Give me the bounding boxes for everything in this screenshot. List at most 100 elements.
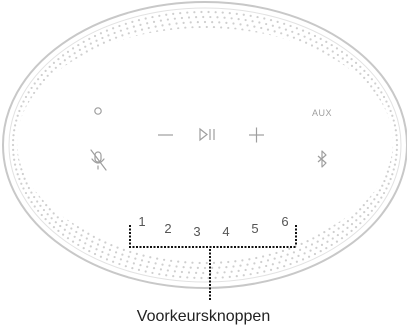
grille-dot — [258, 266, 261, 269]
grille-dot — [82, 40, 85, 44]
grille-dot — [152, 267, 156, 270]
grille-dot — [227, 26, 230, 30]
grille-dot — [205, 25, 208, 29]
play-pause-icon[interactable] — [199, 127, 215, 142]
preset-button-5[interactable]: 5 — [251, 221, 258, 236]
preset-button-2[interactable]: 2 — [164, 221, 171, 236]
grille-dot — [99, 32, 103, 35]
grille-dot — [59, 62, 62, 66]
grille-dot — [345, 233, 348, 236]
grille-dot — [144, 270, 147, 273]
callout-dot — [129, 228, 131, 231]
grille-dot — [389, 177, 392, 181]
grille-dot — [82, 247, 85, 250]
grille-dot — [146, 265, 149, 268]
grille-dot — [140, 28, 144, 31]
preset-button-1[interactable]: 1 — [138, 214, 145, 229]
grille-dot — [93, 252, 97, 256]
grille-dot — [156, 257, 159, 260]
grille-dot — [187, 16, 191, 19]
grille-dot — [223, 16, 226, 19]
grille-dot — [395, 143, 399, 147]
grille-dot — [385, 175, 388, 178]
grille-dot — [235, 12, 238, 15]
grille-dot — [392, 119, 395, 122]
grille-dot — [189, 266, 192, 269]
grille-dot — [101, 250, 104, 254]
grille-dot — [327, 53, 330, 56]
action-dot-icon[interactable] — [94, 107, 102, 115]
grille-dot — [310, 44, 314, 47]
grille-dot — [151, 271, 154, 275]
grille-dot — [80, 53, 83, 56]
grille-dot — [300, 242, 303, 245]
grille-dot — [263, 17, 266, 20]
grille-dot — [105, 258, 109, 261]
grille-dot — [54, 66, 57, 69]
grille-dot — [87, 232, 90, 235]
grille-dot — [24, 95, 28, 99]
callout-dot — [129, 225, 131, 227]
grille-dot — [127, 255, 130, 258]
grille-dot — [13, 124, 17, 127]
callout-dot — [146, 246, 149, 248]
grille-dot — [173, 17, 176, 20]
aux-button[interactable]: AUX — [312, 108, 332, 118]
grille-dot — [327, 234, 330, 237]
preset-button-4[interactable]: 4 — [222, 224, 229, 239]
grille-dot — [301, 258, 305, 261]
grille-dot — [48, 208, 51, 211]
grille-dot — [149, 256, 152, 259]
grille-dot — [68, 232, 71, 235]
mic-off-icon[interactable] — [90, 149, 107, 171]
grille-dot — [84, 45, 87, 48]
grille-dot — [60, 220, 64, 223]
grille-dot — [95, 39, 98, 42]
callout-dot — [209, 273, 211, 276]
grille-dot — [75, 230, 78, 234]
callout-dot — [209, 266, 211, 269]
grille-dot — [16, 114, 19, 117]
grille-dot — [382, 95, 386, 99]
grille-dot — [336, 53, 339, 57]
callout-dot — [164, 246, 166, 248]
grille-dot — [284, 259, 288, 262]
plus-icon[interactable] — [249, 127, 264, 143]
callout-dot — [192, 246, 194, 248]
grille-dot — [88, 37, 91, 40]
callout-dot — [209, 294, 211, 297]
grille-dot — [363, 76, 366, 79]
grille-dot — [68, 55, 71, 58]
grille-dot — [350, 57, 353, 61]
grille-dot — [159, 19, 163, 22]
callout-dot — [209, 287, 211, 290]
grille-dot — [320, 243, 324, 246]
grille-dot — [78, 48, 81, 51]
grille-dot — [388, 165, 391, 168]
grille-dot — [45, 204, 48, 207]
grille-dot — [110, 244, 113, 247]
grille-dot — [132, 262, 135, 265]
bluetooth-icon[interactable] — [317, 150, 327, 168]
grille-dot — [40, 213, 43, 217]
grille-dot — [275, 251, 278, 255]
grille-dot — [22, 100, 25, 103]
preset-button-6[interactable]: 6 — [281, 214, 288, 229]
grille-dot — [306, 240, 309, 243]
callout-dot — [174, 246, 177, 248]
grille-dot — [184, 261, 187, 264]
grille-dot — [330, 243, 333, 247]
grille-dot — [209, 15, 212, 19]
preset-button-3[interactable]: 3 — [193, 224, 200, 239]
callout-dot — [265, 246, 268, 248]
grille-dot — [328, 227, 331, 230]
grille-dot — [340, 237, 344, 240]
grille-dot — [119, 258, 122, 261]
grille-dot — [104, 241, 107, 244]
grille-dot — [163, 258, 166, 261]
grille-dot — [85, 237, 88, 240]
grille-dot — [342, 223, 345, 226]
callout-dot — [283, 246, 285, 248]
grille-dot — [175, 22, 178, 25]
grille-dot — [21, 172, 24, 176]
